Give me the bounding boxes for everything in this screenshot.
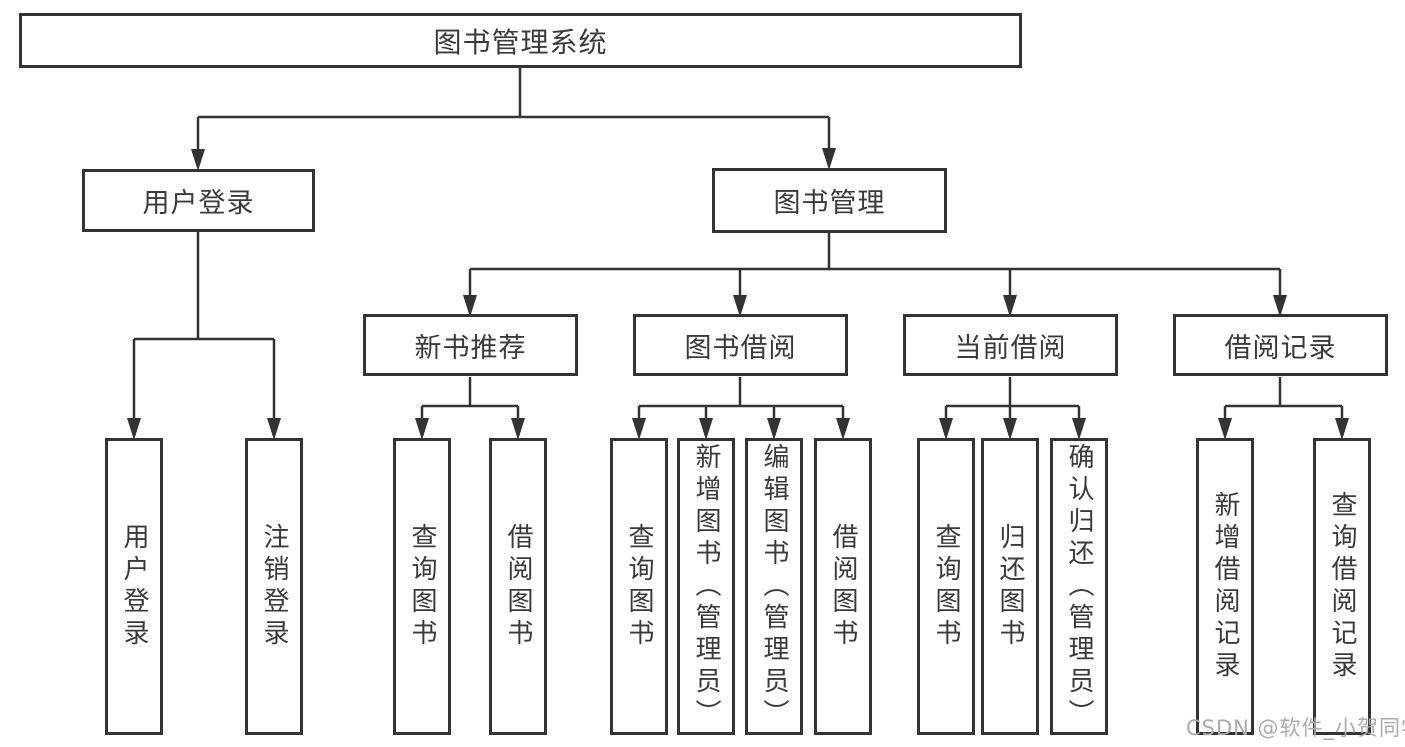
arrow-down-icon (267, 418, 281, 440)
watermark: CSDN @软件_小贺同学 (1186, 716, 1405, 740)
node-root: 图书管理系统 (19, 13, 1022, 68)
node-book-management-label: 图书管理 (773, 188, 886, 219)
leaf-add-book-admin: 新增图书（管理员） (677, 438, 735, 735)
node-book-borrow: 图书借阅 (633, 314, 848, 376)
arrow-down-icon (127, 418, 141, 440)
edge-group-root (196, 68, 831, 152)
node-current-borrow-label: 当前借阅 (954, 332, 1067, 364)
leaf-query-books-borrow-label: 查询图书 (624, 522, 654, 651)
leaf-query-books-current-label: 查询图书 (931, 522, 961, 651)
leaf-add-borrow-record-label: 新增借阅记录 (1210, 490, 1240, 683)
leaf-confirm-return-admin-label: 确认归还（管理员） (1064, 442, 1094, 731)
arrow-down-icon (1003, 295, 1017, 317)
arrow-down-icon (463, 295, 477, 317)
leaf-query-books-recommend: 查询图书 (393, 438, 451, 735)
node-user-login-label: 用户登录 (142, 188, 255, 219)
edge-group-new-book-recommend (420, 377, 520, 421)
arrow-down-icon (1273, 295, 1287, 317)
node-borrow-records: 借阅记录 (1173, 314, 1388, 376)
leaf-add-borrow-record: 新增借阅记录 (1196, 438, 1254, 735)
leaf-edit-book-admin: 编辑图书（管理员） (745, 438, 803, 735)
arrow-down-icon (1003, 418, 1017, 440)
leaf-return-book-label: 归还图书 (995, 522, 1025, 651)
edge-group-book-borrow (637, 377, 845, 421)
node-book-borrow-label: 图书借阅 (684, 332, 797, 364)
arrow-down-icon (511, 418, 525, 440)
arrow-down-icon (191, 149, 205, 171)
leaf-query-borrow-record: 查询借阅记录 (1313, 438, 1371, 735)
arrow-down-icon (1335, 418, 1349, 440)
arrow-down-icon (1218, 418, 1232, 440)
arrow-down-icon (836, 418, 850, 440)
edge-group-current-borrow (944, 377, 1081, 421)
arrowheads (127, 148, 1349, 440)
leaf-query-books-recommend-label: 查询图书 (407, 522, 437, 651)
arrow-down-icon (1072, 418, 1086, 440)
arrow-down-icon (939, 418, 953, 440)
node-new-book-recommend-label: 新书推荐 (414, 332, 527, 364)
leaf-add-book-admin-label: 新增图书（管理员） (691, 442, 721, 731)
node-current-borrow: 当前借阅 (903, 314, 1118, 376)
leaf-query-books-borrow: 查询图书 (610, 438, 668, 735)
arrow-down-icon (822, 148, 836, 170)
leaf-borrow-books-label: 借阅图书 (828, 522, 858, 651)
leaf-user-login: 用户登录 (105, 438, 163, 735)
leaf-borrow-books-recommend: 借阅图书 (489, 438, 547, 735)
node-book-management: 图书管理 (712, 168, 947, 233)
arrow-down-icon (415, 418, 429, 440)
arrow-down-icon (767, 418, 781, 440)
leaf-edit-book-admin-label: 编辑图书（管理员） (759, 442, 789, 731)
leaf-confirm-return-admin: 确认归还（管理员） (1050, 438, 1108, 735)
arrow-down-icon (632, 418, 646, 440)
edge-group-user-login (132, 232, 276, 421)
leaf-logout-label: 注销登录 (259, 522, 289, 651)
node-borrow-records-label: 借阅记录 (1224, 332, 1337, 364)
leaf-borrow-books-recommend-label: 借阅图书 (503, 522, 533, 651)
edge-group-borrow-records (1223, 377, 1344, 421)
leaf-query-borrow-record-label: 查询借阅记录 (1327, 490, 1357, 683)
arrow-down-icon (733, 295, 747, 317)
leaf-logout: 注销登录 (245, 438, 303, 735)
leaf-return-book: 归还图书 (981, 438, 1039, 735)
node-user-login: 用户登录 (82, 169, 315, 232)
arrow-down-icon (699, 418, 713, 440)
node-new-book-recommend: 新书推荐 (363, 314, 578, 376)
leaf-borrow-books: 借阅图书 (814, 438, 872, 735)
node-root-label: 图书管理系统 (433, 25, 608, 59)
edge-group-book-management (468, 233, 1282, 297)
leaf-query-books-current: 查询图书 (917, 438, 975, 735)
leaf-user-login-label: 用户登录 (119, 522, 149, 651)
